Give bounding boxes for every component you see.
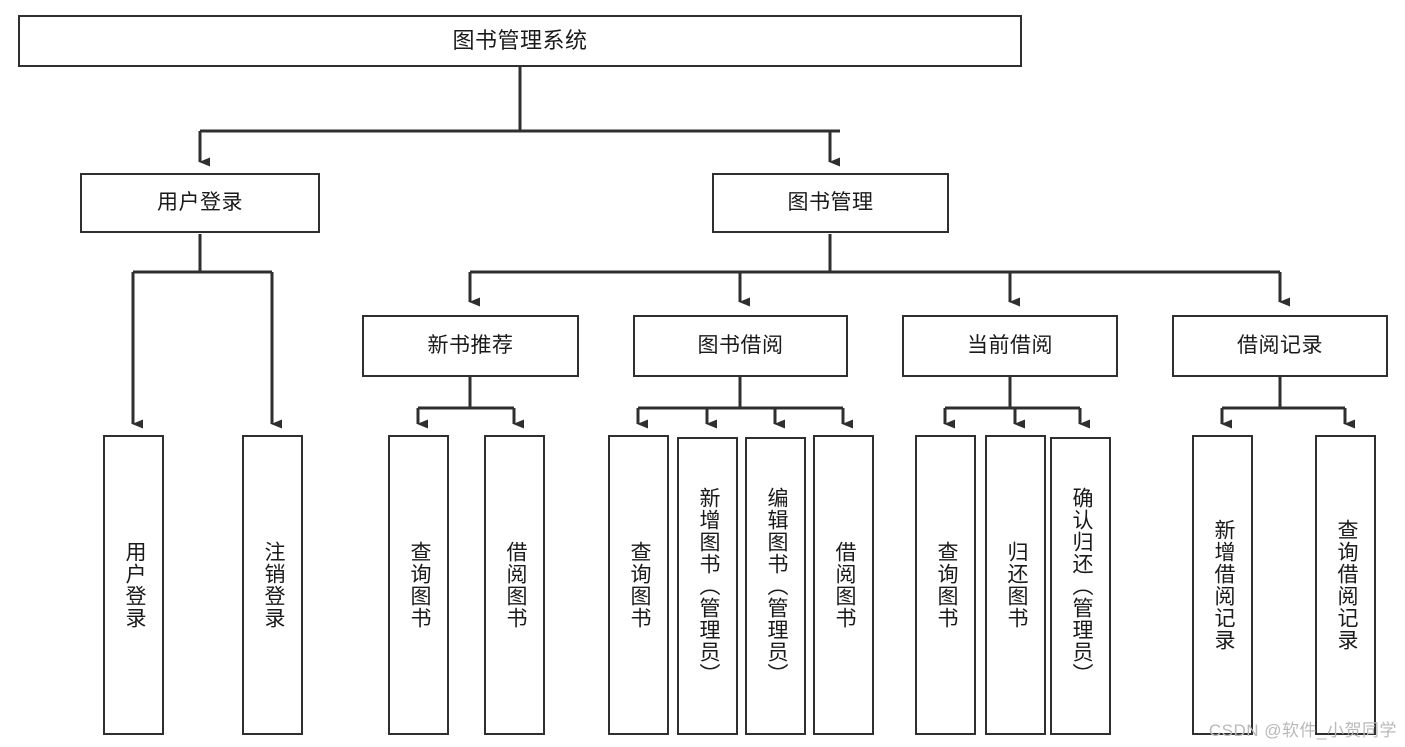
node-user-login-module[interactable]: 用户登录 [80,173,320,233]
node-leaf-new-query-book-label: 查询图书 [407,541,431,629]
node-leaf-current-return-book-label: 归还图书 [1004,541,1028,629]
node-leaf-new-borrow-book-label: 借阅图书 [503,541,527,629]
node-leaf-record-add-label: 新增借阅记录 [1211,519,1235,651]
node-new-book-recommend[interactable]: 新书推荐 [362,315,579,377]
node-root[interactable]: 图书管理系统 [18,15,1022,67]
node-leaf-record-add[interactable]: 新增借阅记录 [1192,435,1253,735]
node-leaf-current-query-book-label: 查询图书 [934,541,958,629]
node-leaf-user-logout-label: 注销登录 [261,541,285,629]
node-leaf-borrow-lend-book-label: 借阅图书 [832,541,856,629]
node-book-borrow-label: 图书借阅 [697,334,784,358]
node-leaf-current-confirm-return[interactable]: 确认归还（管理员） [1050,437,1111,735]
node-leaf-user-login-label: 用户登录 [122,541,146,629]
node-leaf-user-logout[interactable]: 注销登录 [242,435,303,735]
node-leaf-new-borrow-book[interactable]: 借阅图书 [484,435,545,735]
watermark-text: CSDN @软件_小贺同学 [1208,721,1397,740]
node-root-label: 图书管理系统 [452,27,588,53]
node-leaf-current-return-book[interactable]: 归还图书 [985,435,1046,735]
node-current-borrow-label: 当前借阅 [967,334,1053,358]
node-leaf-current-confirm-return-label: 确认归还（管理员） [1069,487,1093,685]
node-leaf-new-query-book[interactable]: 查询图书 [388,435,449,735]
node-leaf-borrow-add-book-label: 新增图书（管理员） [696,487,720,685]
node-leaf-current-query-book[interactable]: 查询图书 [915,435,976,735]
node-leaf-borrow-query-book-label: 查询图书 [627,541,651,629]
node-borrow-record-label: 借阅记录 [1237,334,1323,358]
node-new-book-recommend-label: 新书推荐 [427,334,514,358]
node-leaf-borrow-lend-book[interactable]: 借阅图书 [813,435,874,735]
node-book-management-module-label: 图书管理 [787,191,874,215]
node-leaf-user-login[interactable]: 用户登录 [103,435,164,735]
node-leaf-borrow-query-book[interactable]: 查询图书 [608,435,669,735]
node-leaf-borrow-edit-book[interactable]: 编辑图书（管理员） [745,437,806,735]
node-leaf-record-query-label: 查询借阅记录 [1334,519,1358,651]
node-current-borrow[interactable]: 当前借阅 [902,315,1118,377]
node-user-login-module-label: 用户登录 [157,191,243,215]
node-leaf-record-query[interactable]: 查询借阅记录 [1315,435,1376,735]
node-leaf-borrow-add-book[interactable]: 新增图书（管理员） [677,437,738,735]
node-leaf-borrow-edit-book-label: 编辑图书（管理员） [764,487,788,685]
node-borrow-record[interactable]: 借阅记录 [1172,315,1388,377]
node-book-borrow[interactable]: 图书借阅 [633,315,848,377]
node-book-management-module[interactable]: 图书管理 [712,173,949,233]
